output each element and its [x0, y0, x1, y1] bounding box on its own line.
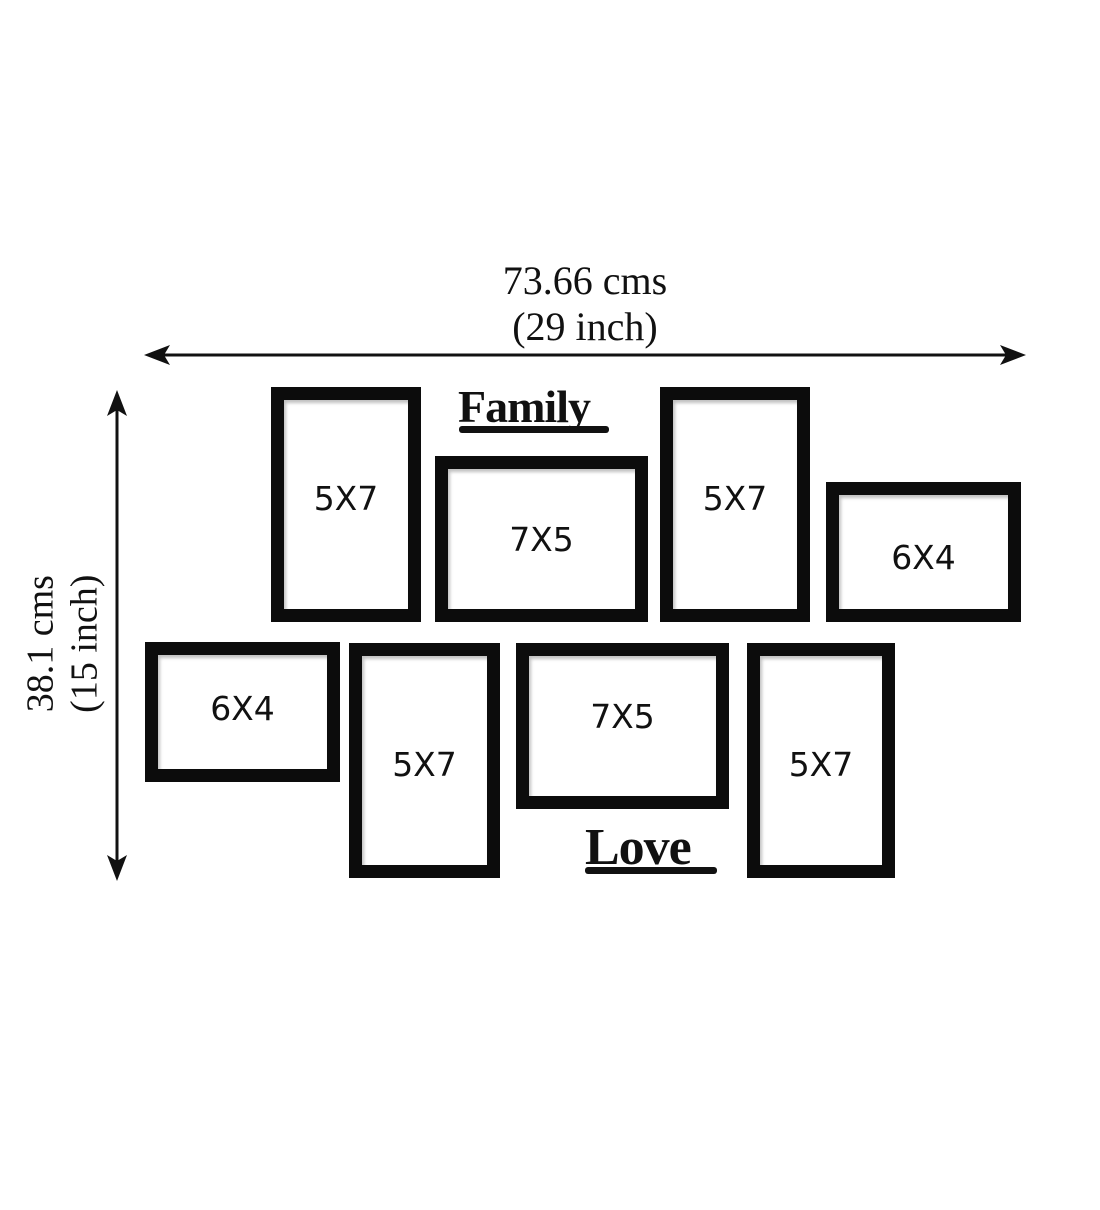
- frame-size-label: 5X7: [392, 745, 457, 784]
- family-underline: [459, 426, 609, 433]
- height-arrow-icon: [107, 390, 127, 881]
- love-word-plaque: Love: [585, 819, 717, 876]
- height-inch: (15 inch): [63, 574, 105, 713]
- frame-top-4-landscape: 6X4: [826, 482, 1021, 622]
- frame-size-label: 5X7: [702, 479, 768, 518]
- width-arrow-icon: [144, 345, 1026, 365]
- width-inch: (29 inch): [512, 304, 658, 349]
- height-cm: 38.1 cms: [19, 575, 62, 713]
- frame-size-label: 7X5: [590, 696, 655, 736]
- family-word-plaque: Family: [458, 381, 609, 433]
- frame-bottom-2-portrait: 5X7: [349, 643, 500, 878]
- frame-top-2-landscape: 7X5: [435, 456, 648, 622]
- frame-size-label: 7X5: [509, 519, 574, 559]
- height-dimension-label: 38.1 cms (15 inch): [19, 479, 106, 809]
- love-text: Love: [585, 819, 692, 876]
- frame-size-label: 6X4: [891, 537, 956, 577]
- frame-size-label: 5X7: [788, 745, 854, 784]
- frame-size-label: 6X4: [210, 688, 275, 728]
- frame-bottom-1-landscape: 6X4: [145, 642, 340, 782]
- frame-size-label: 5X7: [313, 479, 379, 518]
- family-text: Family: [458, 381, 591, 432]
- width-dimension-label: 73.66 cms (29 inch): [420, 258, 750, 350]
- frame-bottom-4-portrait: 5X7: [747, 643, 895, 878]
- frame-top-1-portrait: 5X7: [271, 387, 421, 622]
- frame-bottom-3-landscape: 7X5: [516, 643, 729, 809]
- frame-top-3-portrait: 5X7: [660, 387, 810, 622]
- width-cm: 73.66 cms: [502, 258, 668, 303]
- love-underline: [585, 867, 717, 874]
